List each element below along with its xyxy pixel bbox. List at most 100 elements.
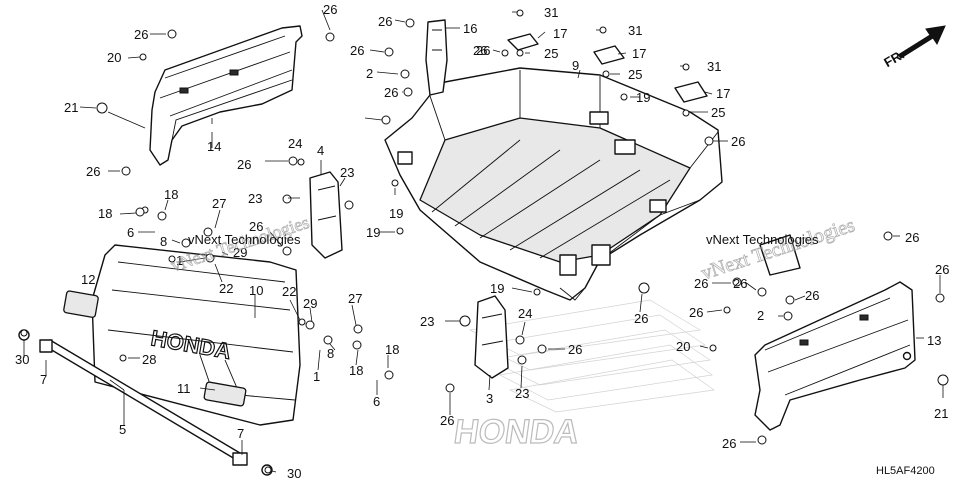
diagram-code: HL5AF4200 — [876, 465, 935, 477]
callout-c62: 24 — [518, 306, 532, 321]
callout-c44: 10 — [249, 283, 263, 298]
callout-c9: 26 — [350, 43, 364, 58]
callout-c32: 19 — [389, 206, 403, 221]
callout-c30: 23 — [340, 165, 354, 180]
callout-c74: 13 — [927, 333, 941, 348]
callout-c8: 16 — [463, 21, 477, 36]
callout-c48: 8 — [327, 346, 334, 361]
right-bracket — [759, 234, 801, 276]
callout-c19: 25 — [628, 67, 642, 82]
callout-c43: 12 — [81, 272, 95, 287]
callout-c39: 26 — [249, 219, 263, 234]
mount-pads — [507, 33, 708, 103]
callout-c17: 31 — [628, 23, 642, 38]
callout-c28: 4 — [317, 143, 324, 158]
callout-c1: 26 — [134, 27, 148, 42]
emblem-11 — [203, 381, 247, 407]
callout-c31: 23 — [248, 191, 262, 206]
callout-c78: 26 — [722, 436, 736, 451]
callout-c21: 19 — [636, 90, 650, 105]
callout-c51: 18 — [385, 342, 399, 357]
leader-lines — [23, 9, 944, 473]
callout-c59: 30 — [287, 466, 301, 481]
callout-c49: 1 — [313, 369, 320, 384]
callout-c53: 30 — [15, 352, 29, 367]
callout-c24: 25 — [711, 105, 725, 120]
right-side-panel — [754, 281, 916, 431]
callout-c15: 26 — [476, 43, 490, 58]
callout-c68: 26 — [694, 276, 708, 291]
callout-c73: 26 — [905, 230, 919, 245]
callout-c29: 26 — [237, 157, 251, 172]
callout-c13: 31 — [544, 5, 558, 20]
callout-c77: 26 — [935, 262, 949, 277]
callout-c65: 23 — [515, 386, 529, 401]
cargo-bed — [384, 67, 723, 301]
callout-c7: 26 — [378, 14, 392, 29]
callout-c33: 19 — [366, 225, 380, 240]
callout-c58: 7 — [237, 426, 244, 441]
callout-c41: 29 — [233, 245, 247, 260]
watermark-right-overlay: vNext Technologies — [706, 232, 819, 247]
callout-c75: 20 — [676, 339, 690, 354]
left-side-panel — [149, 25, 303, 166]
callout-c40: 1 — [176, 253, 183, 268]
emblem-12 — [63, 290, 99, 318]
callout-c6: 26 — [86, 164, 100, 179]
callout-c12: 26 — [473, 43, 487, 58]
bed-bracket-16 — [425, 19, 448, 96]
callout-c56: 11 — [177, 381, 191, 396]
callout-c72: 2 — [757, 308, 764, 323]
callout-c45: 22 — [282, 284, 296, 299]
callout-c22: 31 — [707, 59, 721, 74]
callout-c4: 21 — [64, 100, 78, 115]
callout-c2: 26 — [323, 2, 337, 17]
callout-c11: 26 — [384, 85, 398, 100]
callout-c10: 2 — [366, 66, 373, 81]
honda-watermark-text: HONDA — [452, 413, 582, 451]
callout-c35: 18 — [98, 206, 112, 221]
hardware — [20, 9, 949, 474]
callout-c5: 14 — [207, 139, 221, 154]
callout-c69: 26 — [733, 276, 747, 291]
callout-c63: 26 — [568, 342, 582, 357]
callout-c52: 6 — [373, 394, 380, 409]
callout-c66: 26 — [440, 413, 454, 428]
callout-c16: 25 — [544, 46, 558, 61]
callout-c20: 9 — [572, 58, 579, 73]
callout-c25: 26 — [731, 134, 745, 149]
callout-c26: FR. — [881, 47, 907, 70]
callout-c50: 18 — [349, 363, 363, 378]
callout-c64: 3 — [486, 391, 493, 406]
callout-c36: 27 — [212, 196, 226, 211]
callout-c76: 21 — [934, 406, 948, 421]
hinge-bracket-4 — [309, 171, 343, 259]
tailgate: HONDA — [91, 244, 301, 426]
callout-c71: 26 — [689, 305, 703, 320]
callout-c54: 7 — [40, 372, 47, 387]
callout-c47: 27 — [348, 291, 362, 306]
callout-c37: 6 — [127, 225, 134, 240]
callout-c23: 17 — [716, 86, 730, 101]
callout-c46: 29 — [303, 296, 317, 311]
callout-c38: 8 — [160, 234, 167, 249]
front-direction-arrow — [897, 25, 946, 59]
hinge-bracket-3 — [474, 295, 509, 379]
callout-c70: 26 — [805, 288, 819, 303]
callout-c60: 19 — [490, 281, 504, 296]
callout-c67: 26 — [634, 311, 648, 326]
callout-c27: 24 — [288, 136, 302, 151]
callout-c3: 20 — [107, 50, 121, 65]
watermark-left-overlay: vNext Technologies — [188, 232, 301, 247]
callout-c55: 28 — [142, 352, 156, 367]
callout-c14: 17 — [553, 26, 567, 41]
honda-wing-watermark: HONDA — [451, 299, 715, 452]
callout-c42: 22 — [219, 281, 233, 296]
callout-c34: 18 — [164, 187, 178, 202]
callout-c18: 17 — [632, 46, 646, 61]
callout-c57: 5 — [119, 422, 126, 437]
callout-c61: 23 — [420, 314, 434, 329]
